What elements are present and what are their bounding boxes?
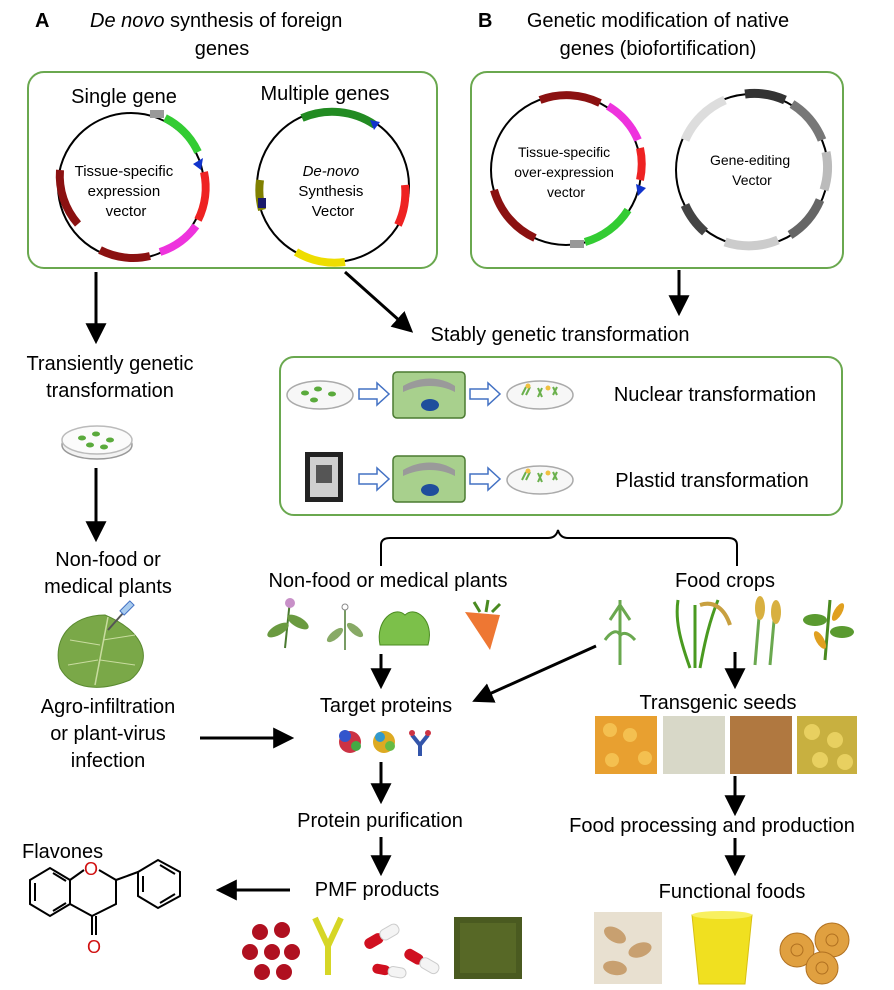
- multiple-genes-vector-label: De-novo Synthesis Vector: [298, 163, 367, 220]
- flavone-structure: [29, 858, 181, 935]
- split-brace: [380, 529, 738, 566]
- plastid-transformation-label: Plastid transformation: [615, 470, 808, 492]
- transient-line1: Transiently genetic: [26, 353, 193, 375]
- pmf-products-icons: [242, 916, 522, 980]
- panel-b-title-line1: Genetic modification of native: [527, 10, 789, 32]
- food-crops-icons: [603, 596, 854, 669]
- overexpression-vector-label: Tissue-specific over-expression vector: [514, 144, 618, 200]
- agro-line3: infection: [71, 750, 146, 772]
- functional-foods-images: [594, 911, 850, 985]
- panel-a-title-rest: synthesis of foreign: [165, 10, 343, 32]
- oxygen-atom-label-2: O: [87, 937, 101, 957]
- single-gene-vector-label: Tissue-specific expression vector: [75, 163, 178, 220]
- single-gene-label: Single gene: [71, 86, 177, 108]
- agro-line1: Agro-infiltration: [41, 696, 176, 718]
- medical-plants-icons: [267, 598, 502, 650]
- nonfood-left-line2: medical plants: [44, 576, 172, 598]
- multiple-genes-plasmid: [255, 107, 410, 267]
- nuclear-transformation-label: Nuclear transformation: [614, 384, 816, 406]
- panel-b-letter: B: [478, 10, 492, 32]
- stable-title: Stably genetic transformation: [430, 324, 689, 346]
- flow-arrows: [85, 270, 746, 901]
- gene-editing-vector-label: Gene-editing Vector: [710, 152, 794, 188]
- nonfood-left-line1: Non-food or: [55, 549, 161, 571]
- single-gene-plasmid: [55, 110, 210, 262]
- transient-line2: transformation: [46, 380, 174, 402]
- pmf-products-label: PMF products: [315, 879, 439, 901]
- arrow-crops-to-target: [472, 644, 597, 703]
- nonfood-medical-plants-label: Non-food or medical plants: [268, 570, 507, 592]
- functional-foods-label: Functional foods: [659, 881, 806, 903]
- multiple-genes-label: Multiple genes: [261, 83, 390, 105]
- panel-a-title-italic: De novo: [90, 10, 165, 32]
- panel-b-box: [470, 71, 844, 269]
- target-proteins-label: Target proteins: [320, 695, 452, 717]
- transgenic-seeds-images: [595, 716, 857, 774]
- overexpression-plasmid: [490, 91, 646, 248]
- panel-a-title: De novo synthesis of foreign: [90, 10, 342, 32]
- leaf-syringe-icon: [57, 600, 144, 688]
- agro-line2: or plant-virus: [50, 723, 166, 745]
- gene-editing-plasmid: [675, 88, 832, 251]
- food-processing-label: Food processing and production: [569, 815, 855, 837]
- flavones-label: Flavones: [22, 841, 103, 863]
- petri-dish-icon: [61, 425, 133, 460]
- nuclear-row-icons: [286, 371, 574, 419]
- panel-a-box: [27, 71, 438, 269]
- proteins-icons: [339, 730, 431, 756]
- transgenic-seeds-label: Transgenic seeds: [639, 692, 796, 714]
- plastid-row-icons: [305, 452, 574, 503]
- panel-b-title-line2: genes (biofortification): [560, 38, 757, 60]
- arrow-a-to-stable: [344, 270, 414, 333]
- stable-box: [279, 356, 843, 516]
- food-crops-label: Food crops: [675, 570, 775, 592]
- panel-a-letter: A: [35, 10, 49, 32]
- protein-purification-label: Protein purification: [297, 810, 463, 832]
- panel-a-title-line2: genes: [195, 38, 250, 60]
- oxygen-atom-label: O: [84, 859, 98, 879]
